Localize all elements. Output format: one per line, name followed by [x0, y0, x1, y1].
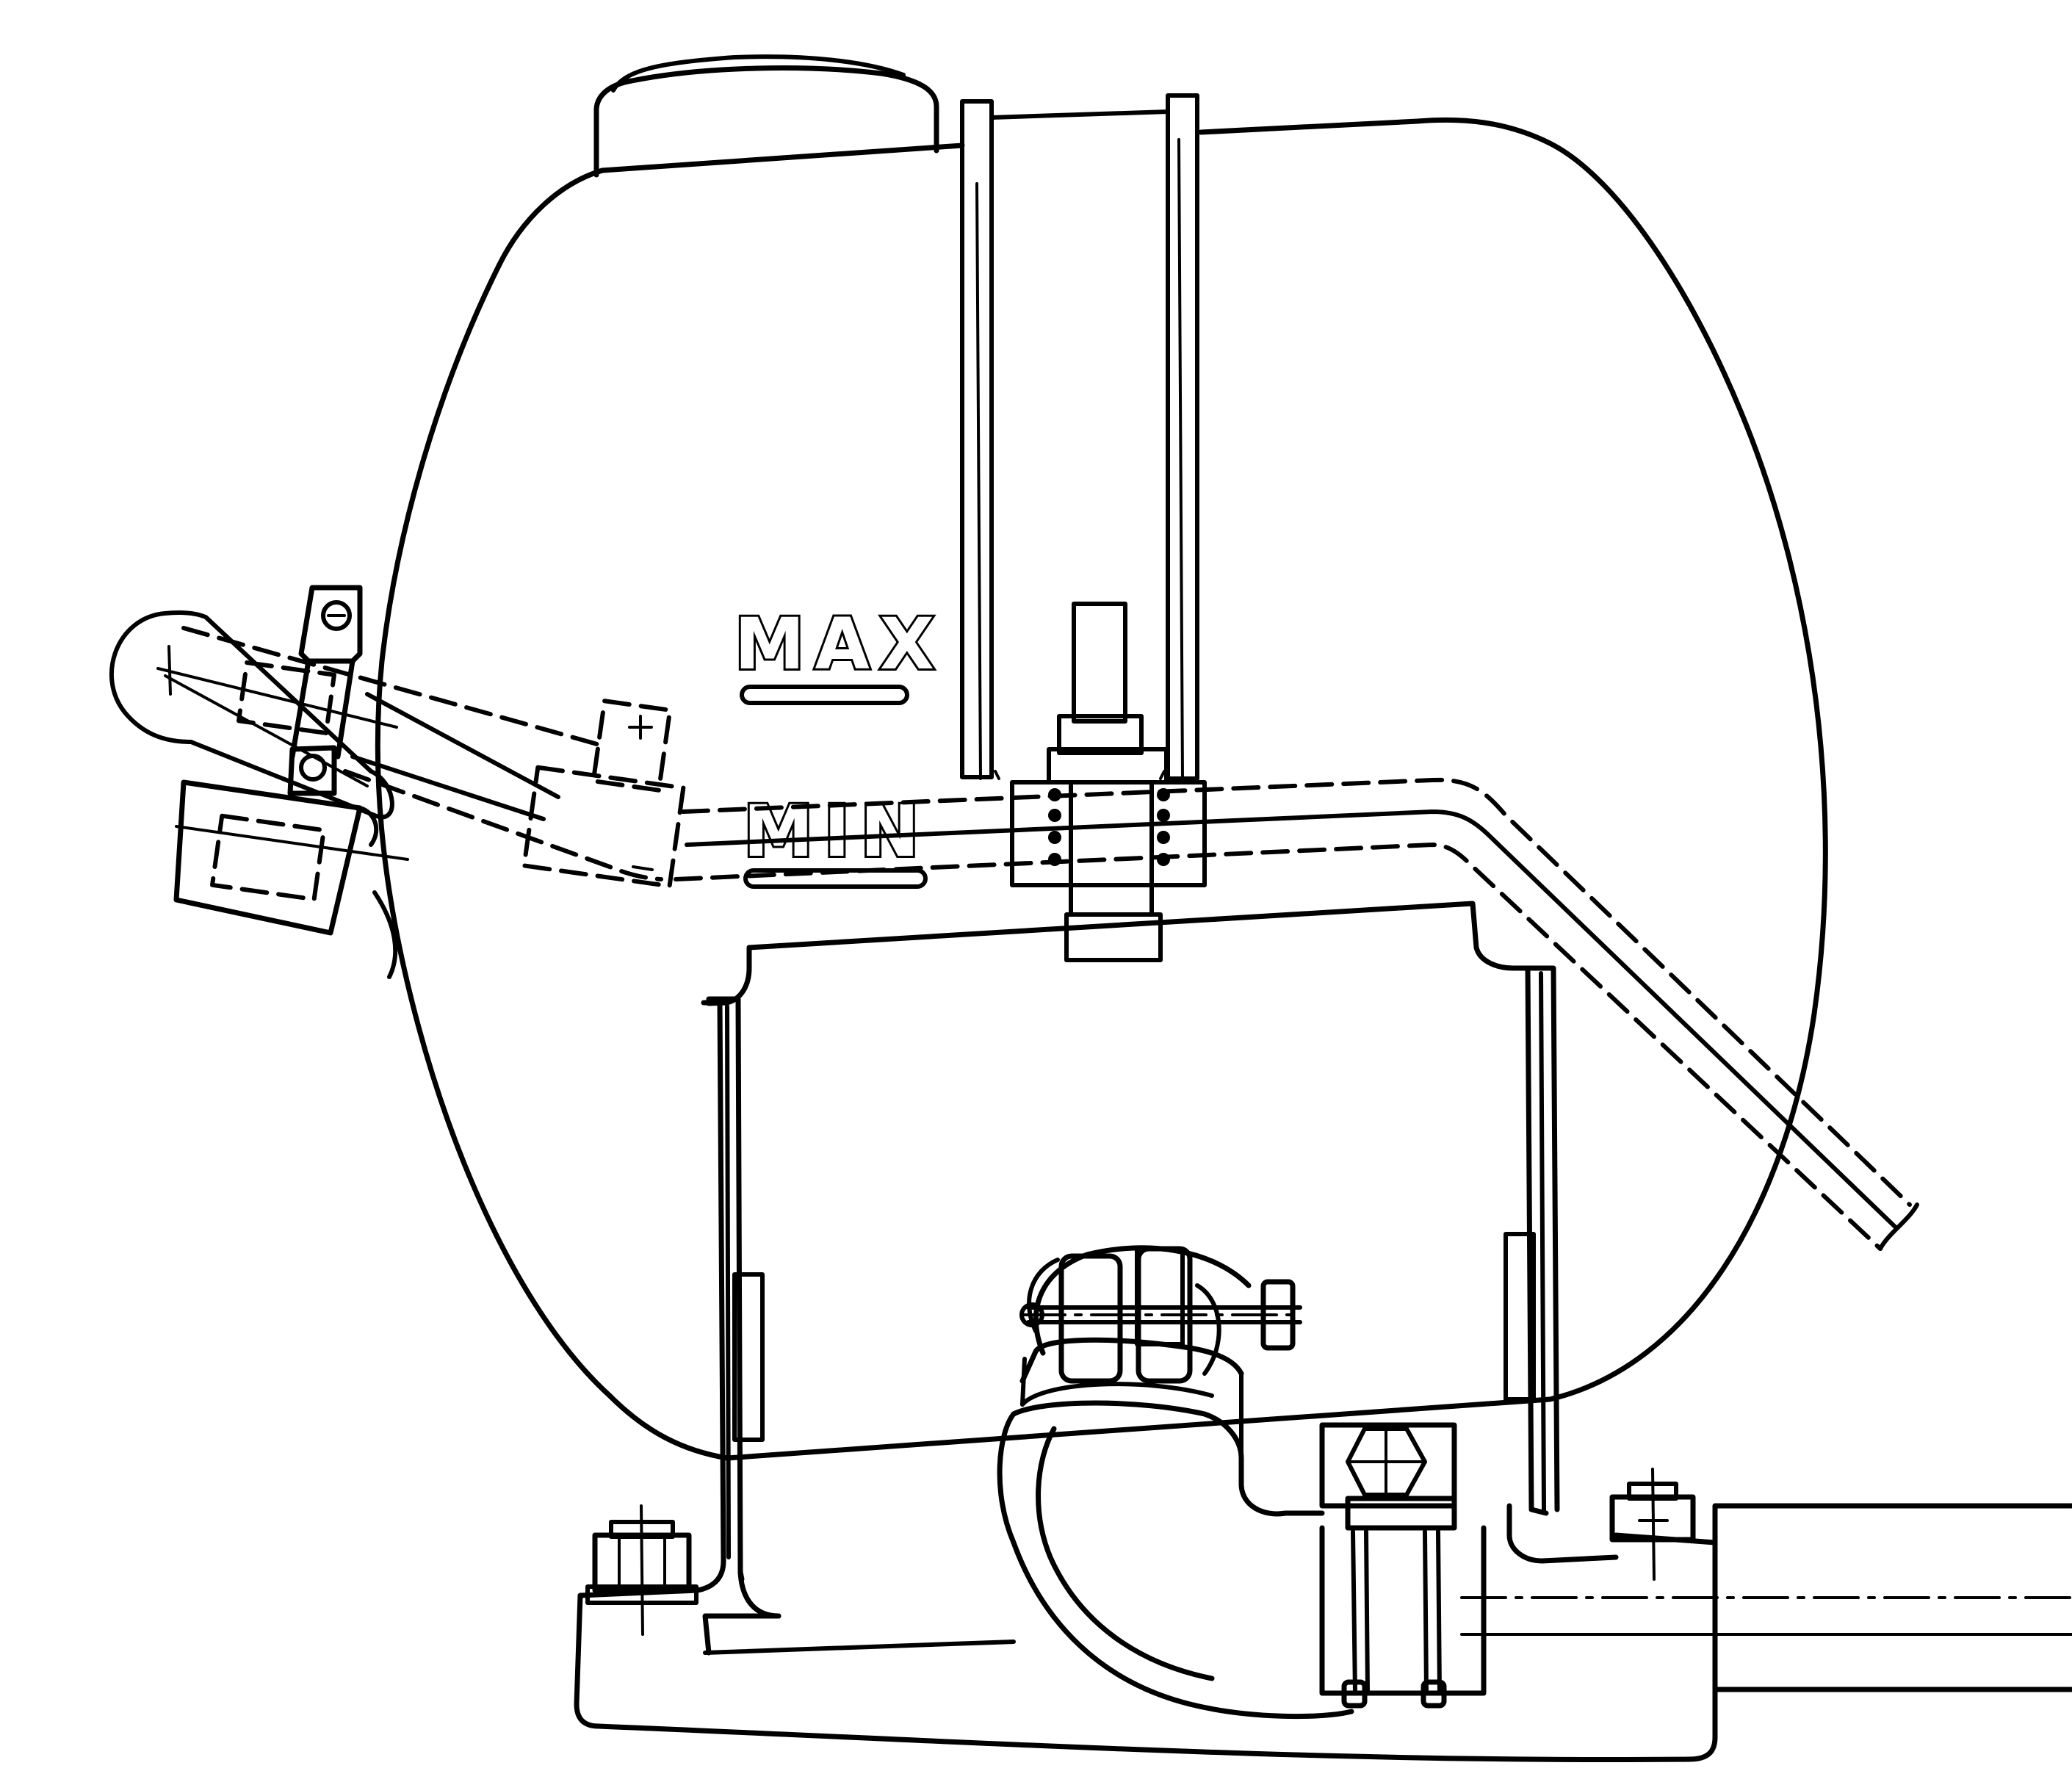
- lever-handle: [109, 610, 663, 881]
- internal-pipe: [674, 777, 1919, 1251]
- screw-icon: [321, 600, 352, 631]
- right-bolt: [1609, 1468, 1696, 1581]
- left-bolt: [585, 1504, 699, 1636]
- elbow-fitting: [997, 1337, 1354, 1720]
- sensor-dot: [1048, 831, 1061, 844]
- hose-clamp: [1019, 1245, 1302, 1384]
- pipe-coupling: [1319, 1422, 1487, 1709]
- level-markings: MAX MIN: [732, 601, 945, 889]
- sensor-dot: [1157, 831, 1170, 844]
- sensor-dot: [1157, 809, 1170, 822]
- left-clamps: [173, 585, 409, 979]
- vertical-strap: [960, 93, 1199, 781]
- min-label: MIN: [743, 790, 930, 873]
- filler-cap: [593, 54, 939, 178]
- sensor-dot: [1048, 809, 1061, 822]
- level-sensor: [1010, 602, 1207, 962]
- base-frame: [574, 1503, 2072, 1763]
- screw-icon: [299, 754, 327, 782]
- tank-cradle: [577, 901, 1619, 1619]
- tank-body: [375, 117, 1828, 1461]
- max-label: MAX: [734, 603, 945, 685]
- max-mark: [740, 685, 909, 705]
